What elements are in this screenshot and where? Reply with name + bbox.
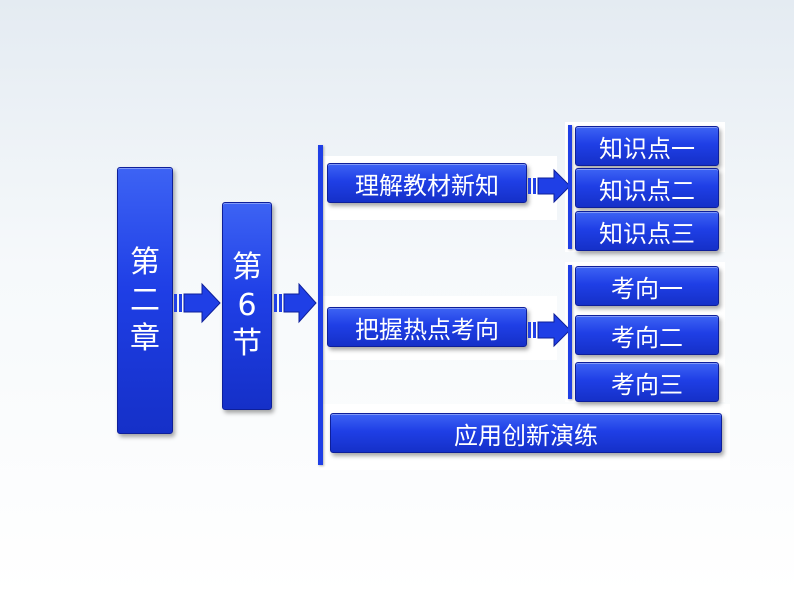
chapter-to-section-arrow — [174, 282, 221, 324]
direction-2-box: 考向二 — [575, 315, 719, 355]
direction-2-label: 考向二 — [611, 323, 683, 352]
section-char-2: 6 — [237, 288, 257, 323]
direction-1-box: 考向一 — [575, 266, 719, 306]
topics-bracket — [318, 145, 323, 465]
knowledge-bracket — [568, 125, 572, 249]
topic-understand-label: 理解教材新知 — [355, 171, 499, 200]
chapter-char-2: 二 — [130, 282, 160, 318]
topic-practice-box: 应用创新演练 — [330, 413, 722, 453]
direction-3-box: 考向三 — [575, 362, 719, 402]
knowledge-point-2-box: 知识点二 — [575, 168, 719, 208]
section-char-1: 第 — [232, 250, 262, 285]
knowledge-point-3-box: 知识点三 — [575, 211, 719, 251]
section-to-topics-arrow — [274, 282, 317, 324]
topic-hotspot-label: 把握热点考向 — [355, 315, 499, 344]
section-char-3: 节 — [232, 326, 262, 361]
topic-hotspot-box: 把握热点考向 — [327, 307, 527, 347]
topic-practice-label: 应用创新演练 — [454, 421, 598, 450]
direction-3-label: 考向三 — [611, 370, 683, 399]
topic1-to-knowledge-arrow — [528, 168, 571, 204]
knowledge-point-1-label: 知识点一 — [599, 134, 695, 163]
chapter-char-1: 第 — [130, 244, 160, 280]
topic2-to-directions-arrow — [528, 312, 571, 348]
direction-1-label: 考向一 — [611, 274, 683, 303]
knowledge-point-1-box: 知识点一 — [575, 126, 719, 166]
section-box: 第 6 节 — [222, 202, 272, 410]
directions-bracket — [568, 265, 572, 399]
knowledge-point-2-label: 知识点二 — [599, 176, 695, 205]
topic-understand-box: 理解教材新知 — [327, 163, 527, 203]
knowledge-point-3-label: 知识点三 — [599, 219, 695, 248]
chapter-char-3: 章 — [130, 320, 160, 356]
chapter-box: 第 二 章 — [117, 167, 173, 434]
